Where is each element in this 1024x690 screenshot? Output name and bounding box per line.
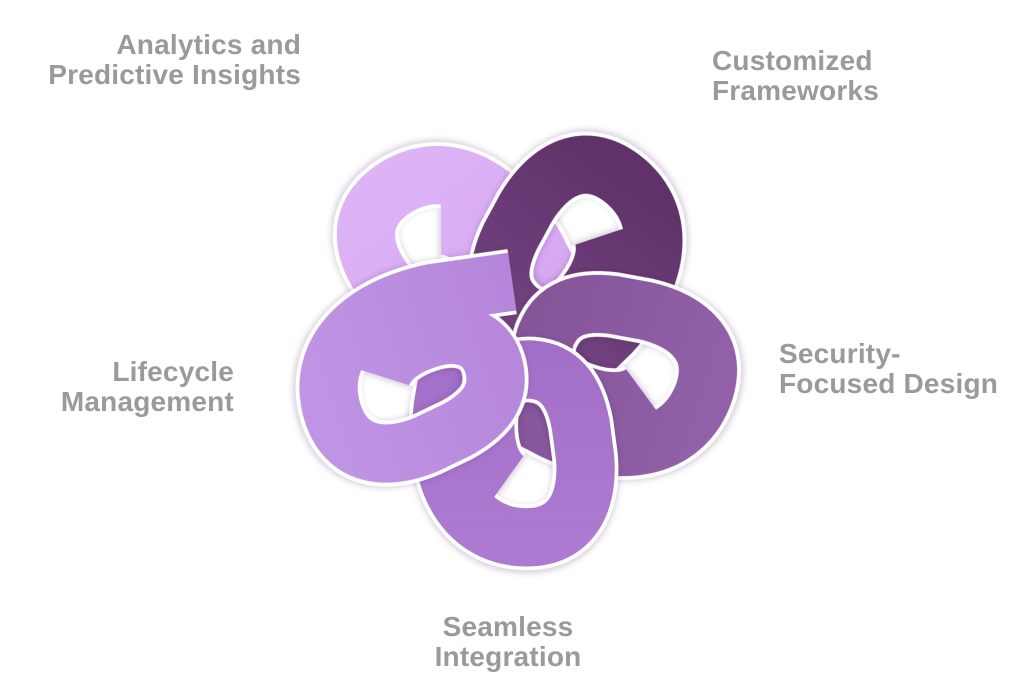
label-line: Seamless [442,611,574,642]
label-seamless-integration: Seamless Integration [357,612,659,672]
label-line: Management [60,386,234,417]
label-line: Analytics and [116,29,301,60]
label-security-focused-design: Security- Focused Design [779,339,1024,399]
label-line: Predictive Insights [48,59,301,90]
label-lifecycle-management: Lifecycle Management [0,357,234,417]
label-line: Focused Design [779,368,999,399]
label-line: Security- [779,338,901,369]
label-analytics-predictive-insights: Analytics and Predictive Insights [0,30,301,90]
label-line: Frameworks [712,75,879,106]
label-line: Integration [434,641,582,672]
knot-star [307,141,723,538]
label-line: Lifecycle [112,356,234,387]
label-line: Customized [712,45,873,76]
label-customized-frameworks: Customized Frameworks [712,46,1012,106]
